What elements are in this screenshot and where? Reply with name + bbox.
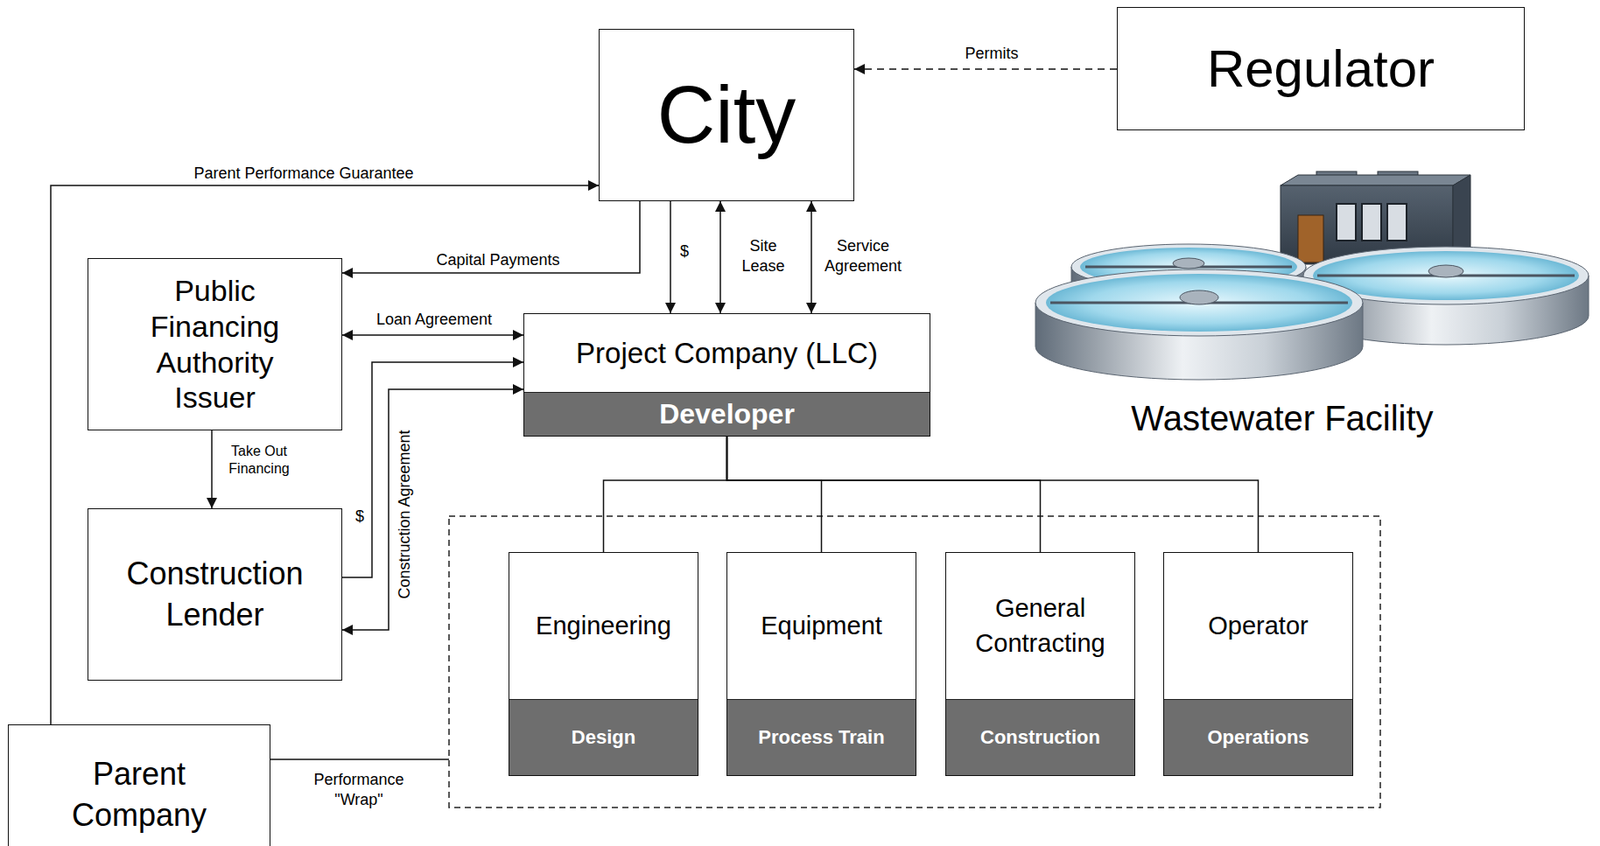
edge-label: $ — [353, 506, 366, 527]
wrap-label: Performance "Wrap" — [311, 770, 406, 810]
role-label: Design — [571, 727, 636, 749]
role-label: Process Train — [757, 727, 885, 749]
edge-label: Permits — [962, 43, 1020, 64]
party-box: Parent Company — [7, 724, 271, 846]
box-title: Regulator — [1207, 37, 1435, 101]
box-title: City — [657, 66, 796, 163]
project-box: Project Company (LLC) Developer — [523, 313, 931, 437]
edge-label: Service Agreement — [822, 236, 904, 276]
box-body: Regulator — [1117, 7, 1524, 130]
clarifier-tank — [1035, 269, 1363, 380]
flow-arrow — [669, 201, 672, 314]
party-box: City — [598, 28, 855, 202]
box-title: Engineering — [535, 609, 672, 644]
facility-label: Wastewater Facility — [1129, 396, 1435, 441]
wrap-line — [270, 758, 450, 761]
box-body: City — [599, 29, 854, 201]
org-line — [727, 436, 822, 553]
flow-arrow — [342, 389, 524, 631]
contractor-box: EquipmentProcess Train — [726, 552, 917, 777]
contractor-box: EngineeringDesign — [508, 552, 699, 777]
box-title: Construction Lender — [101, 554, 330, 637]
org-line — [727, 436, 1041, 553]
box-title: Public Financing Authority Issuer — [132, 273, 299, 416]
flow-arrow — [719, 201, 722, 314]
role-band: Construction — [946, 699, 1135, 776]
box-body: Public Financing Authority Issuer — [88, 259, 342, 430]
edge-label: $ — [678, 241, 691, 262]
box-title: General Contracting — [954, 591, 1126, 660]
edge-label: Loan Agreement — [374, 309, 494, 330]
contractor-box: OperatorOperations — [1163, 552, 1354, 777]
org-line — [603, 436, 728, 553]
role-label: Operations — [1207, 727, 1309, 749]
party-box: Public Financing Authority Issuer — [87, 258, 343, 431]
party-box: Construction Lender — [87, 508, 343, 681]
edge-label: Take Out Financing — [220, 442, 298, 478]
flow-arrow — [342, 334, 524, 337]
box-body: General Contracting — [946, 553, 1135, 700]
contractor-box: General ContractingConstruction — [945, 552, 1136, 777]
role-label: Construction — [980, 727, 1101, 749]
permit-arrow — [854, 68, 1117, 71]
flow-arrow — [342, 201, 640, 274]
flow-arrow — [810, 201, 813, 314]
role-band: Process Train — [727, 699, 916, 776]
edge-label: Capital Payments — [434, 250, 562, 271]
box-title: Operator — [1207, 609, 1308, 644]
edge-label: Site Lease — [739, 236, 786, 276]
box-body: Construction Lender — [88, 509, 342, 681]
edge-label: Parent Performance Guarantee — [191, 163, 415, 184]
box-title: Project Company (LLC) — [575, 336, 878, 372]
box-title: Parent Company — [38, 754, 240, 837]
role-band: Design — [509, 699, 698, 776]
box-body: Engineering — [509, 553, 698, 700]
box-body: Equipment — [727, 553, 916, 700]
edge-label: Construction Agreement — [394, 428, 415, 601]
role-band: Developer — [524, 392, 930, 436]
flow-arrow — [210, 430, 213, 509]
box-body: Project Company (LLC) — [524, 314, 930, 393]
box-body: Operator — [1164, 553, 1353, 700]
role-label: Developer — [659, 399, 795, 430]
box-title: Equipment — [760, 609, 883, 644]
party-box: Regulator — [1116, 7, 1525, 131]
box-body: Parent Company — [8, 725, 270, 846]
org-line — [727, 436, 1259, 553]
flow-arrow — [342, 362, 524, 578]
contractor-group — [449, 516, 1381, 808]
role-band: Operations — [1164, 699, 1353, 776]
